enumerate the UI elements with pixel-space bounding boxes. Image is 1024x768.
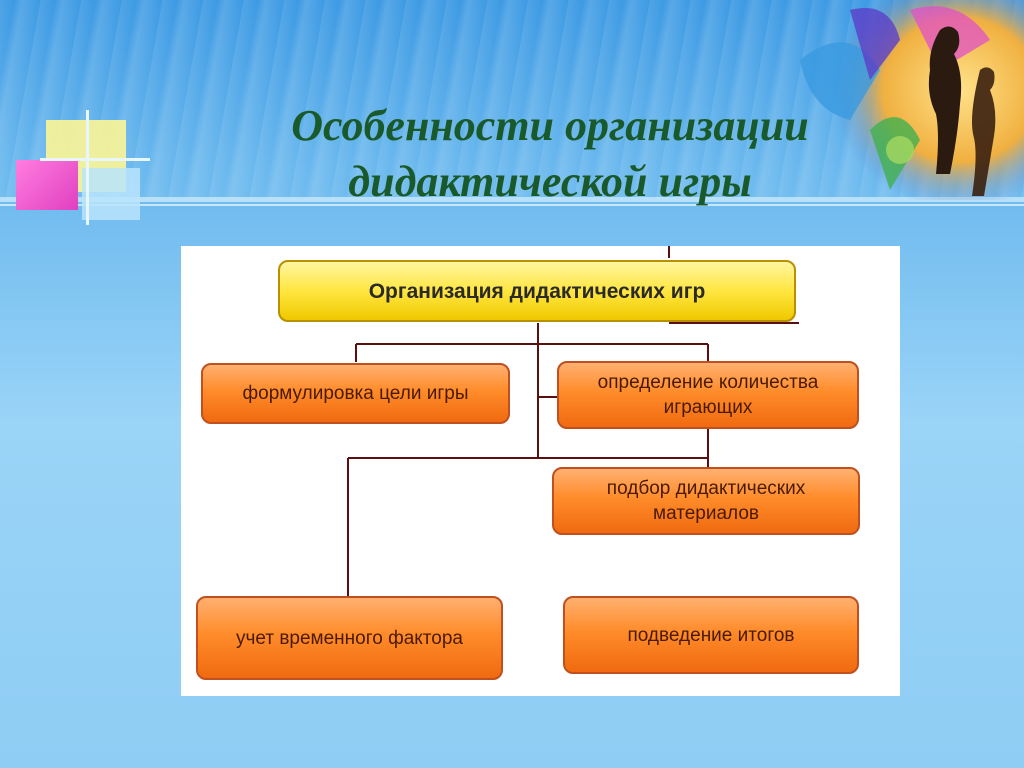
slide-title: Особенности организации дидактической иг… [150,98,950,210]
decor-square-lightblue [82,168,140,220]
title-line-2: дидактической игры [348,157,752,206]
decor-square-magenta [16,160,78,210]
header-divider-thin [0,204,1024,206]
node-players: определение количества играющих [557,361,859,429]
title-line-1: Особенности организации [291,101,809,150]
node-materials: подбор дидактических материалов [552,467,860,535]
node-goal: формулировка цели игры [201,363,510,424]
diagram-connectors [347,246,799,596]
node-results: подведение итогов [563,596,859,674]
node-time: учет временного фактора [196,596,503,680]
decorative-artwork [800,0,1024,200]
decor-line-vertical [86,110,89,225]
header-divider [0,197,1024,202]
diagram-panel: Организация дидактических игр формулиров… [181,246,900,696]
decor-line-horizontal [40,158,150,161]
root-node: Организация дидактических игр [278,260,796,322]
